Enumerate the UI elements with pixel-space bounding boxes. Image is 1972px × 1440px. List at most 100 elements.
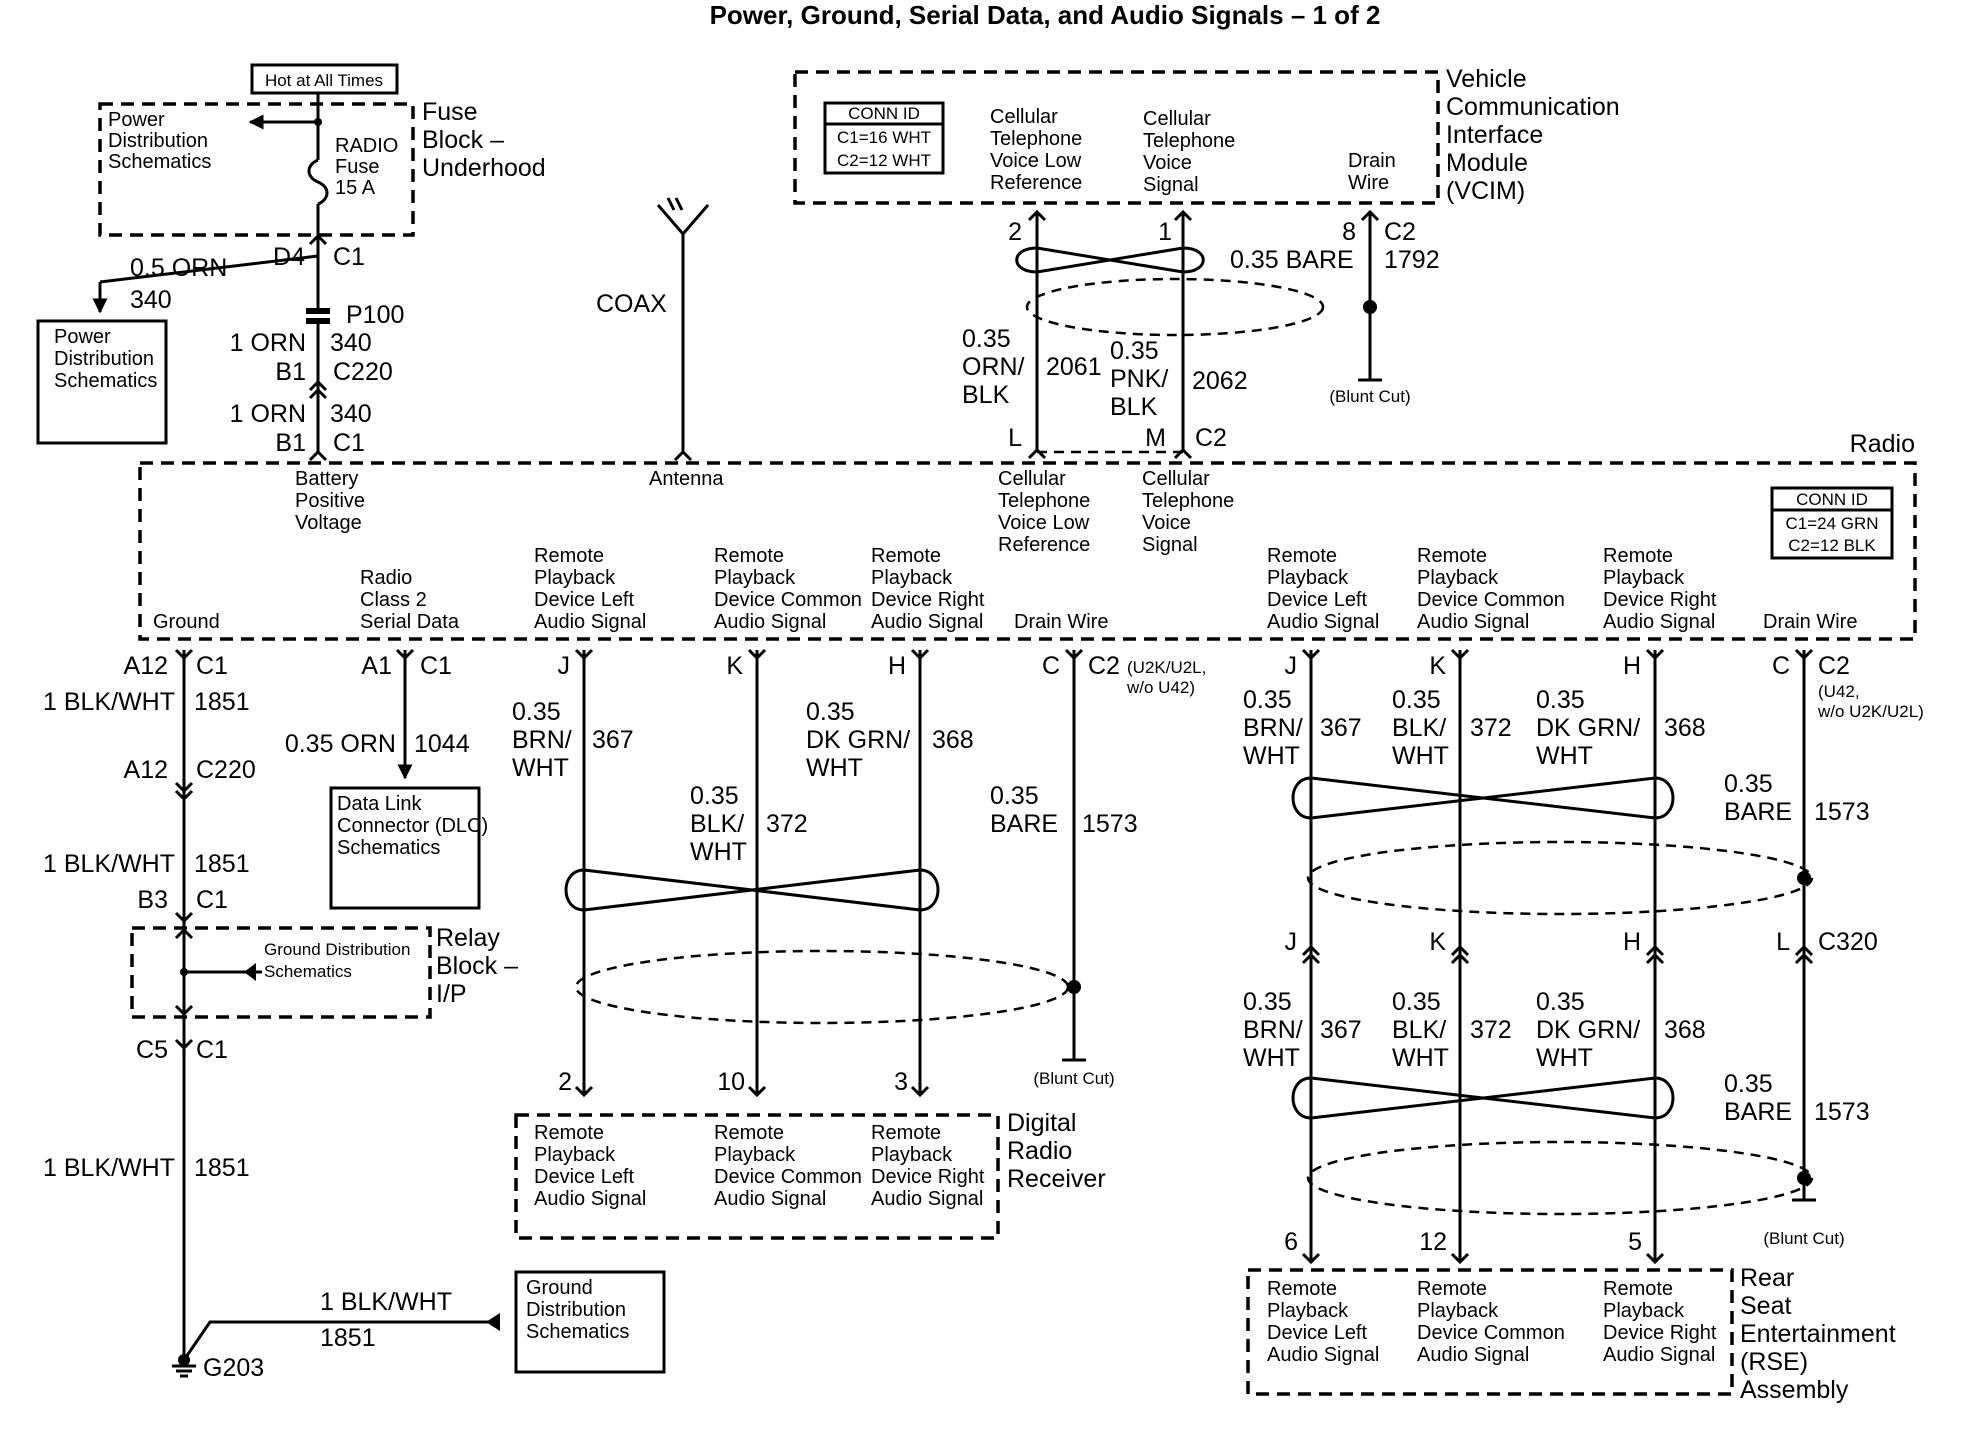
svg-text:B1: B1	[275, 358, 306, 386]
svg-text:Remote: Remote	[871, 1122, 941, 1144]
svg-text:DK GRN/: DK GRN/	[1536, 1016, 1640, 1044]
svg-text:BLK/: BLK/	[1392, 714, 1446, 742]
svg-text:Class 2: Class 2	[360, 589, 427, 611]
svg-text:Schematics: Schematics	[54, 370, 157, 392]
svg-text:Audio Signal: Audio Signal	[871, 1188, 983, 1210]
svg-text:A12: A12	[124, 756, 168, 784]
dlc-box	[329, 786, 481, 910]
svg-text:0.35: 0.35	[1724, 770, 1773, 798]
svg-text:Schematics: Schematics	[264, 962, 352, 981]
svg-text:Playback: Playback	[1267, 1300, 1349, 1322]
rse-twisted-pair-lower-icon	[1291, 1076, 1675, 1120]
svg-text:BARE: BARE	[1724, 798, 1792, 826]
svg-text:(Blunt Cut): (Blunt Cut)	[1033, 1069, 1114, 1088]
svg-text:15 A: 15 A	[335, 177, 376, 199]
svg-text:1 BLK/WHT: 1 BLK/WHT	[43, 850, 175, 878]
svg-text:C2: C2	[1818, 652, 1850, 680]
svg-text:Remote: Remote	[1603, 545, 1673, 567]
power-feed: 0.5 ORN 340 Power Distribution Schematic…	[36, 233, 404, 462]
svg-text:C1=16 WHT: C1=16 WHT	[837, 128, 931, 147]
svg-text:Playback: Playback	[1417, 567, 1499, 589]
radio-fuse-label: RADIO	[335, 135, 398, 157]
radio-module: Radio CONN ID C1=24 GRN C2=12 BLK Batter…	[138, 430, 1917, 641]
rse-shield-upper-icon	[1306, 840, 1814, 916]
svg-text:Assembly: Assembly	[1740, 1376, 1849, 1404]
vcim-shield-icon	[1025, 277, 1325, 337]
svg-text:Device Right: Device Right	[871, 589, 985, 611]
svg-text:K: K	[1429, 652, 1446, 680]
svg-text:12: 12	[1419, 1228, 1447, 1256]
svg-text:Underhood: Underhood	[422, 154, 546, 182]
rse-shield-lower-icon	[1306, 1140, 1814, 1216]
svg-text:368: 368	[1664, 1016, 1706, 1044]
power-branch-wire: 0.5 ORN	[130, 254, 227, 282]
svg-text:Audio Signal: Audio Signal	[714, 1188, 826, 1210]
svg-text:Playback: Playback	[714, 567, 796, 589]
vcim-twisted-pair-icon	[1015, 246, 1205, 274]
svg-text:0.35: 0.35	[512, 698, 561, 726]
drr-name: Digital	[1007, 1109, 1076, 1137]
svg-text:Distribution: Distribution	[54, 348, 154, 370]
svg-text:w/o U2K/U2L): w/o U2K/U2L)	[1817, 702, 1924, 721]
svg-text:C1: C1	[196, 1036, 228, 1064]
svg-text:C: C	[1772, 652, 1790, 680]
svg-text:1851: 1851	[194, 850, 250, 878]
svg-text:(Blunt Cut): (Blunt Cut)	[1763, 1229, 1844, 1248]
svg-text:0.35: 0.35	[1243, 686, 1292, 714]
svg-text:Block –: Block –	[436, 952, 518, 980]
svg-text:Drain Wire: Drain Wire	[1763, 611, 1857, 633]
svg-text:1: 1	[1158, 218, 1172, 246]
svg-text:Radio: Radio	[1007, 1137, 1072, 1165]
svg-text:Audio Signal: Audio Signal	[1417, 1344, 1529, 1366]
svg-text:K: K	[1429, 928, 1446, 956]
svg-text:1044: 1044	[414, 730, 470, 758]
svg-text:Schematics: Schematics	[108, 151, 211, 173]
svg-text:367: 367	[592, 726, 634, 754]
svg-text:372: 372	[1470, 1016, 1512, 1044]
svg-text:M: M	[1145, 424, 1166, 452]
svg-text:Battery: Battery	[295, 468, 358, 490]
svg-text:BLK/: BLK/	[1392, 1016, 1446, 1044]
svg-text:8: 8	[1342, 218, 1356, 246]
svg-text:0.35: 0.35	[806, 698, 855, 726]
rear-seat-entertainment: Rear Seat Entertainment (RSE) Assembly R…	[1246, 1264, 1896, 1404]
svg-text:0.35: 0.35	[1536, 988, 1585, 1016]
svg-text:C1: C1	[196, 652, 228, 680]
svg-text:(VCIM): (VCIM)	[1446, 177, 1525, 205]
svg-text:BRN/: BRN/	[1243, 714, 1303, 742]
svg-text:C1: C1	[420, 652, 452, 680]
svg-text:368: 368	[932, 726, 974, 754]
diagram-title: Power, Ground, Serial Data, and Audio Si…	[710, 0, 1381, 30]
svg-text:Signal: Signal	[1143, 174, 1199, 196]
svg-text:BRN/: BRN/	[512, 726, 572, 754]
rse-outline	[1246, 1268, 1734, 1396]
svg-text:C2=12 BLK: C2=12 BLK	[1788, 536, 1876, 555]
svg-text:J: J	[1285, 652, 1298, 680]
svg-text:1573: 1573	[1814, 1098, 1870, 1126]
svg-text:Device Common: Device Common	[1417, 589, 1565, 611]
hot-at-all-times-label: Hot at All Times	[265, 71, 383, 90]
svg-text:BLK/: BLK/	[690, 810, 744, 838]
svg-text:B1: B1	[275, 429, 306, 457]
gds-box	[514, 1270, 666, 1374]
svg-text:Audio Signal: Audio Signal	[1417, 611, 1529, 633]
svg-text:Playback: Playback	[1267, 567, 1349, 589]
svg-text:Audio Signal: Audio Signal	[714, 611, 826, 633]
svg-text:Playback: Playback	[1603, 567, 1685, 589]
svg-text:0.35: 0.35	[1536, 686, 1585, 714]
svg-text:Audio Signal: Audio Signal	[1603, 1344, 1715, 1366]
svg-text:DK GRN/: DK GRN/	[806, 726, 910, 754]
svg-text:Wire: Wire	[1348, 172, 1389, 194]
svg-text:Cellular: Cellular	[1142, 468, 1210, 490]
svg-text:WHT: WHT	[1536, 742, 1593, 770]
svg-text:Device Left: Device Left	[1267, 589, 1367, 611]
radio-outline	[138, 461, 1917, 641]
svg-text:Playback: Playback	[534, 567, 616, 589]
svg-text:WHT: WHT	[1392, 742, 1449, 770]
svg-text:Interface: Interface	[1446, 121, 1543, 149]
rse-twisted-pair-upper-icon	[1291, 776, 1675, 820]
svg-text:Ground: Ground	[526, 1277, 593, 1299]
svg-text:Audio Signal: Audio Signal	[534, 611, 646, 633]
vcim-conn-id-box	[823, 101, 945, 175]
svg-text:C2: C2	[1384, 218, 1416, 246]
